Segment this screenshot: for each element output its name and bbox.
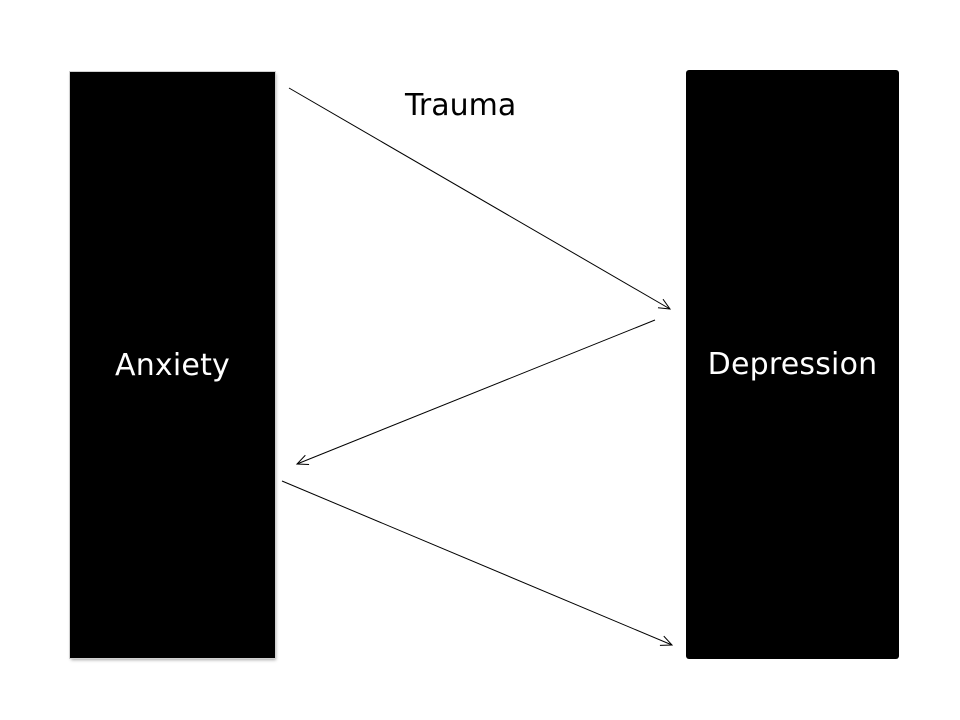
depression-label: Depression: [707, 347, 878, 382]
arrow-anxiety-to-depression-bottom: [281, 480, 674, 646]
anxiety-label: Anxiety: [115, 347, 230, 383]
anxiety-box: Anxiety: [70, 72, 275, 658]
depression-box: Depression: [686, 70, 899, 659]
trauma-label: Trauma: [405, 88, 517, 123]
arrow-depression-to-anxiety: [295, 319, 656, 466]
